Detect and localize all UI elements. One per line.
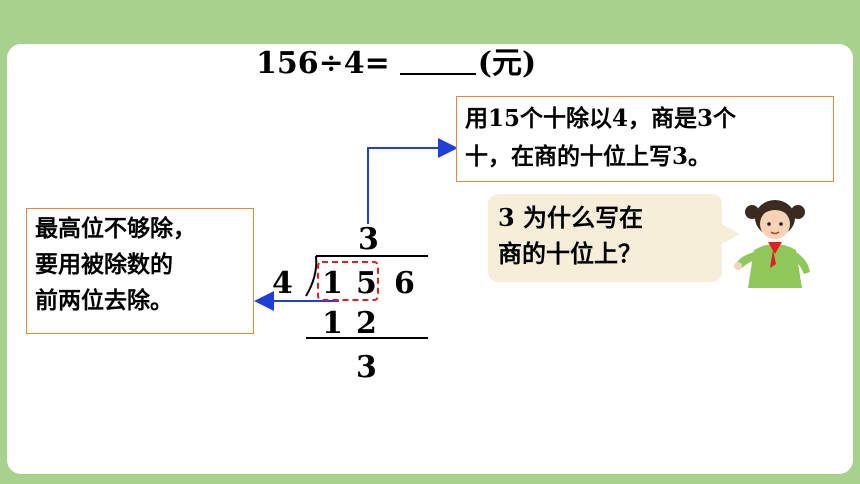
speech-bubble-tail [718,222,740,246]
dividend-digit-tens: 5 [356,266,377,301]
equation-unit: (元) [477,46,537,81]
student-girl-icon [734,200,810,288]
product-digit-2: 2 [356,306,377,341]
bubble-line: 3 为什么写在 [498,203,644,232]
highlight-box [317,261,379,301]
divisor: 4 [272,266,293,301]
product-digit-1: 1 [322,306,343,341]
arrow-to-right-note [367,138,458,224]
equation-left: 156÷4= [256,46,390,81]
answer-blank [399,47,476,75]
right-note-line: 用15个十除以4，商是3个 [465,105,737,132]
dividend-digit-hundreds: 1 [322,266,343,301]
equation: 156÷4= (元) [256,38,536,82]
quotient-digit: 3 [358,222,379,257]
left-note-box: 最高位不够除， 要用被除数的 前两位去除。 [26,208,254,334]
speech-bubble: 3 为什么写在 商的十位上？ [488,194,722,282]
dividend-digit-ones: 6 [394,266,415,301]
bubble-line: 商的十位上？ [498,239,642,268]
left-note-line: 最高位不够除， [35,215,196,242]
right-note-line: 十，在商的十位上写3。 [465,143,712,170]
division-bracket [305,255,318,297]
left-note-line: 前两位去除。 [35,287,173,314]
remainder-digit: 3 [356,350,377,385]
right-note-box: 用15个十除以4，商是3个 十，在商的十位上写3。 [456,96,834,182]
left-note-line: 要用被除数的 [35,251,173,278]
